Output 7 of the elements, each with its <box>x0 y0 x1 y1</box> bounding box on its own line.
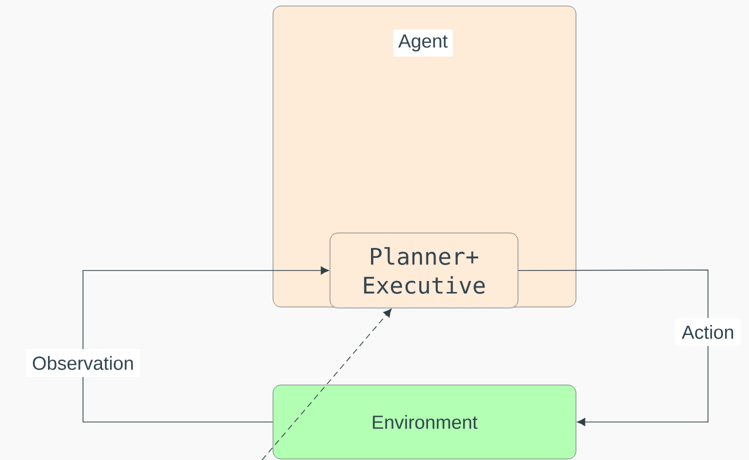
dashed-arrow <box>262 308 392 460</box>
arrow <box>518 270 708 426</box>
environment-box: Environment <box>272 384 576 460</box>
planner-box: Planner+ Executive <box>330 232 518 308</box>
edge-label: Action <box>676 318 740 346</box>
arrow <box>82 266 329 422</box>
edge-label: Observation <box>26 349 140 377</box>
